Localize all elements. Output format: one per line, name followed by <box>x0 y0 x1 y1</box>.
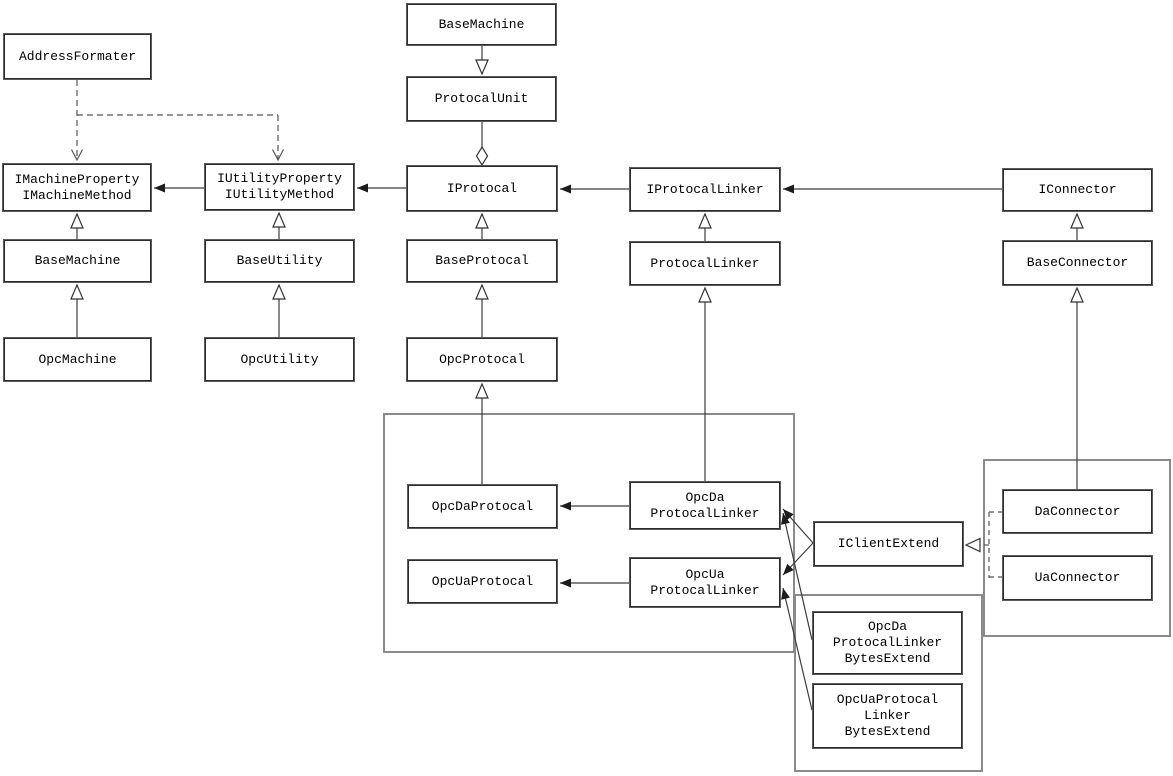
class-box-baseprotocal: BaseProtocal <box>406 239 558 283</box>
class-name: IProtocal <box>446 180 518 196</box>
realization-arrows <box>980 511 1002 578</box>
class-box-basemachine-left: BaseMachine <box>3 239 152 283</box>
class-name: Linker <box>864 708 911 723</box>
class-box-addressformater: AddressFormater <box>3 33 152 80</box>
class-box-opcprotocal: OpcProtocal <box>406 337 558 382</box>
class-name: OpcUaProtocal <box>836 692 939 707</box>
class-name: BaseMachine <box>438 16 525 32</box>
class-name: IUtilityMethod <box>224 187 335 202</box>
class-name: OpcDaProtocal <box>431 498 534 514</box>
class-name: ProtocalLinker <box>650 505 760 521</box>
class-name: ProtocalLinker <box>650 255 760 271</box>
class-box-opcua-protocallinker: OpcUa ProtocalLinker <box>629 557 781 608</box>
class-name: IConnector <box>1038 182 1117 197</box>
dependency-arrows <box>70 80 285 162</box>
class-box-baseutility: BaseUtility <box>204 239 355 283</box>
class-name: BaseMachine <box>34 253 121 268</box>
class-box-uaconnector: UaConnector <box>1002 555 1153 601</box>
class-box-imachineproperty-imachinemethod: IMachineProperty IMachineMethod <box>2 163 152 212</box>
class-name: ProtocalUnit <box>434 91 529 106</box>
class-box-iclientextend: IClientExtend <box>813 521 964 567</box>
aggregation-edge <box>475 122 489 167</box>
class-name: OpcUaProtocal <box>431 573 534 589</box>
class-name: OpcDa <box>867 619 907 634</box>
association-arrows <box>154 183 1002 711</box>
class-box-iutilityproperty-iutilitymethod: IUtilityProperty IUtilityMethod <box>204 163 355 211</box>
class-name: IClientExtend <box>837 536 940 551</box>
class-box-opcuaprotocal-linker-bytesextend: OpcUaProtocal Linker BytesExtend <box>812 683 963 749</box>
class-name: BaseUtility <box>236 253 323 268</box>
class-box-opcuaprotocal: OpcUaProtocal <box>407 559 558 604</box>
class-name: IMachineProperty <box>14 171 140 187</box>
class-name: IUtilityProperty <box>217 171 342 186</box>
class-box-protocallinker: ProtocalLinker <box>629 241 781 286</box>
class-name: BytesExtend <box>844 724 931 739</box>
class-box-daconnector: DaConnector <box>1002 489 1153 534</box>
class-name: OpcUtility <box>240 351 319 367</box>
class-box-opcdaprotocal: OpcDaProtocal <box>407 484 558 529</box>
class-name: DaConnector <box>1034 503 1121 519</box>
class-name: OpcMachine <box>38 351 117 367</box>
class-name: UaConnector <box>1034 570 1121 585</box>
class-box-basemachine-top: BaseMachine <box>406 3 557 46</box>
class-name: BytesExtend <box>844 651 931 666</box>
class-box-opcmachine: OpcMachine <box>3 337 152 382</box>
class-name: OpcUa <box>685 566 725 582</box>
class-box-baseconnector: BaseConnector <box>1002 240 1153 286</box>
class-box-opcda-protocallinker-bytesextend: OpcDa ProtocalLinker BytesExtend <box>812 611 963 675</box>
class-name: BaseConnector <box>1026 255 1129 270</box>
class-name: ProtocalLinker <box>650 582 760 598</box>
class-name: OpcProtocal <box>439 351 525 367</box>
class-name: AddressFormater <box>18 48 137 64</box>
class-box-opcda-protocallinker: OpcDa ProtocalLinker <box>629 481 781 530</box>
class-box-iprotocal: IProtocal <box>406 165 558 212</box>
class-name: OpcDa <box>685 489 725 505</box>
realization-triangle <box>964 537 981 553</box>
group-box-protocal <box>383 413 795 653</box>
group-box-bytes-extend <box>794 594 983 772</box>
class-name: IMachineMethod <box>22 187 132 203</box>
class-name: BaseProtocal <box>435 253 529 268</box>
class-box-protocalunit: ProtocalUnit <box>406 76 557 122</box>
aggregation-diamond <box>475 145 489 167</box>
class-box-iprotocallinker: IProtocalLinker <box>629 167 781 212</box>
class-box-opcutility: OpcUtility <box>204 337 355 382</box>
class-name: IProtocalLinker <box>646 181 764 197</box>
class-box-iconnector: IConnector <box>1002 168 1153 212</box>
inheritance-arrows <box>70 46 1084 489</box>
class-name: ProtocalLinker <box>832 635 943 650</box>
